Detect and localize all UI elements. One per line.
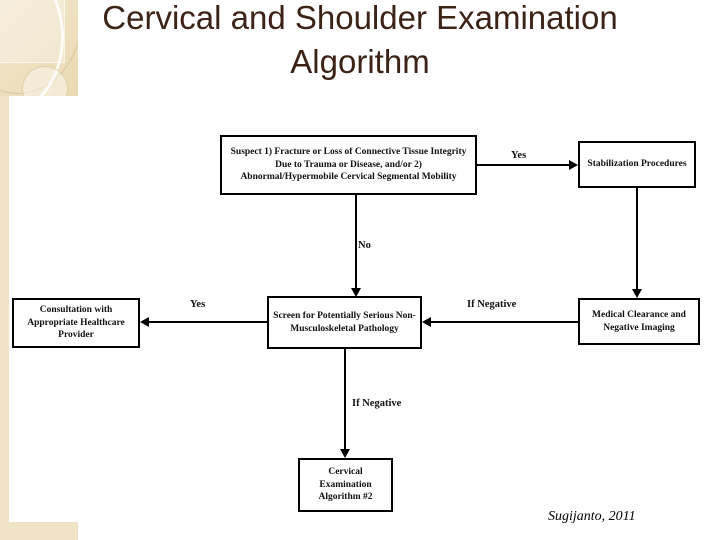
flowchart-node-algorithm-2[interactable]: Cervical Examination Algorithm #2	[298, 458, 393, 512]
flowchart-node-screen[interactable]: Screen for Potentially Serious Non-Muscu…	[267, 296, 422, 349]
edge-line-screen-to-consultation	[149, 321, 267, 323]
node-label: Consultation with Appropriate Healthcare…	[27, 305, 125, 341]
template-arc-thick	[0, 0, 64, 96]
edge-line-suspect-to-stabilization	[477, 164, 569, 166]
edge-line-screen-to-algorithm2	[344, 349, 346, 449]
arrowhead-screen-to-consultation	[140, 317, 149, 327]
flowchart-node-medical-clearance[interactable]: Medical Clearance and Negative Imaging	[578, 298, 700, 345]
arrowhead-medical-to-screen	[422, 317, 431, 327]
edge-label-no: No	[358, 240, 371, 251]
template-corner-graphic	[0, 0, 78, 96]
arrowhead-screen-to-algorithm2	[340, 449, 350, 458]
flowchart-node-stabilization[interactable]: Stabilization Procedures	[578, 141, 696, 188]
node-label: Stabilization Procedures	[587, 159, 687, 170]
arrowhead-suspect-to-screen	[351, 288, 361, 297]
template-bottom-strip	[0, 522, 78, 540]
flowchart-node-suspect[interactable]: Suspect 1) Fracture or Loss of Connectiv…	[220, 135, 477, 195]
node-label: Screen for Potentially Serious Non-Muscu…	[273, 311, 416, 334]
edge-label-if-negative-algorithm2: If Negative	[352, 398, 402, 409]
edge-line-stabilization-to-medical	[636, 188, 638, 289]
author-signature: Sugijanto, 2011	[548, 509, 636, 524]
edge-line-suspect-to-screen	[355, 195, 357, 288]
edge-label-yes-stabilization: Yes	[511, 150, 527, 161]
edge-label-yes-consultation: Yes	[190, 299, 206, 310]
template-left-strip	[0, 96, 9, 522]
node-label: Medical Clearance and Negative Imaging	[592, 310, 686, 333]
arrowhead-suspect-to-stabilization	[569, 160, 578, 170]
slide-title: Cervical and Shoulder Examination Algori…	[102, 0, 618, 80]
arrowhead-stabilization-to-medical	[632, 289, 642, 298]
edge-line-medical-to-screen	[431, 321, 578, 323]
edge-label-if-negative-medical: If Negative	[467, 299, 517, 310]
node-label: Suspect 1) Fracture or Loss of Connectiv…	[230, 147, 467, 183]
node-label: Cervical Examination Algorithm #2	[318, 467, 373, 503]
flowchart-node-consultation[interactable]: Consultation with Appropriate Healthcare…	[12, 298, 140, 348]
template-disc-shape	[22, 66, 68, 96]
